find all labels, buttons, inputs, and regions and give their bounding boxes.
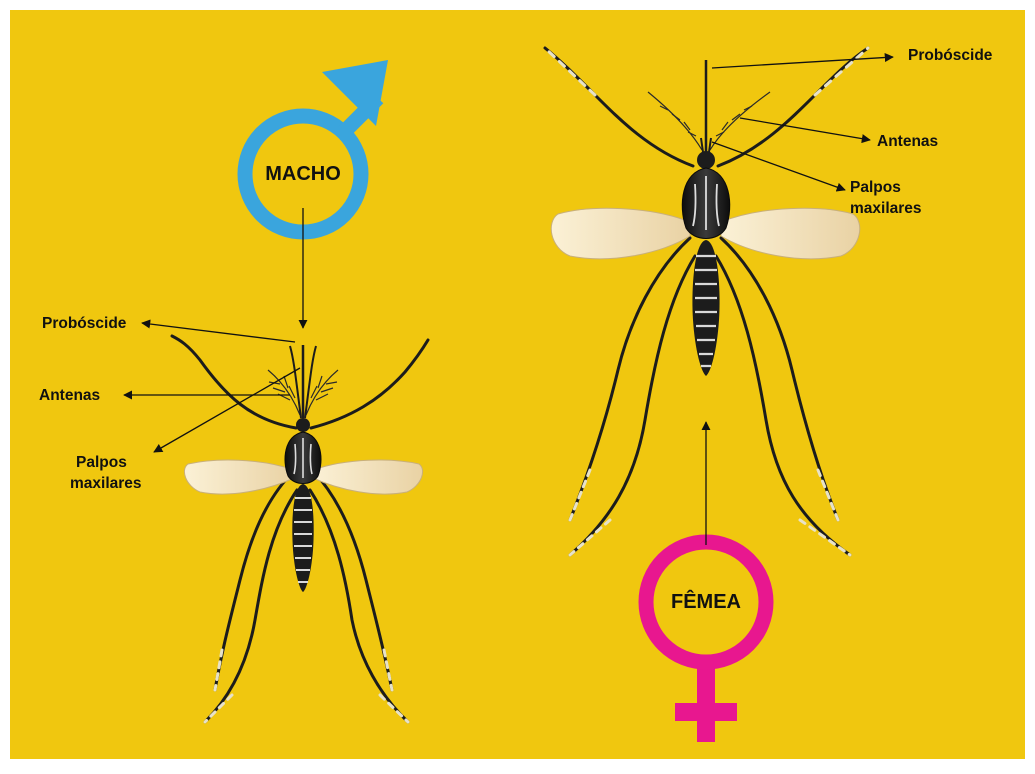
female-head [697, 151, 715, 169]
male-label-palps-line2: maxilares [70, 474, 142, 493]
female-symbol-label: FÊMEA [646, 590, 766, 614]
female-label-palps-line2: maxilares [850, 199, 922, 218]
male-symbol-label: MACHO [243, 162, 363, 186]
male-label-palps-line1: Palpos [76, 453, 127, 472]
male-label-proboscis: Probóscide [42, 314, 126, 333]
female-label-proboscis: Probóscide [908, 46, 992, 65]
male-label-antennae: Antenas [39, 386, 100, 405]
female-label-palps-line1: Palpos [850, 178, 901, 197]
female-label-antennae: Antenas [877, 132, 938, 151]
male-head [296, 418, 310, 432]
background [10, 10, 1025, 759]
